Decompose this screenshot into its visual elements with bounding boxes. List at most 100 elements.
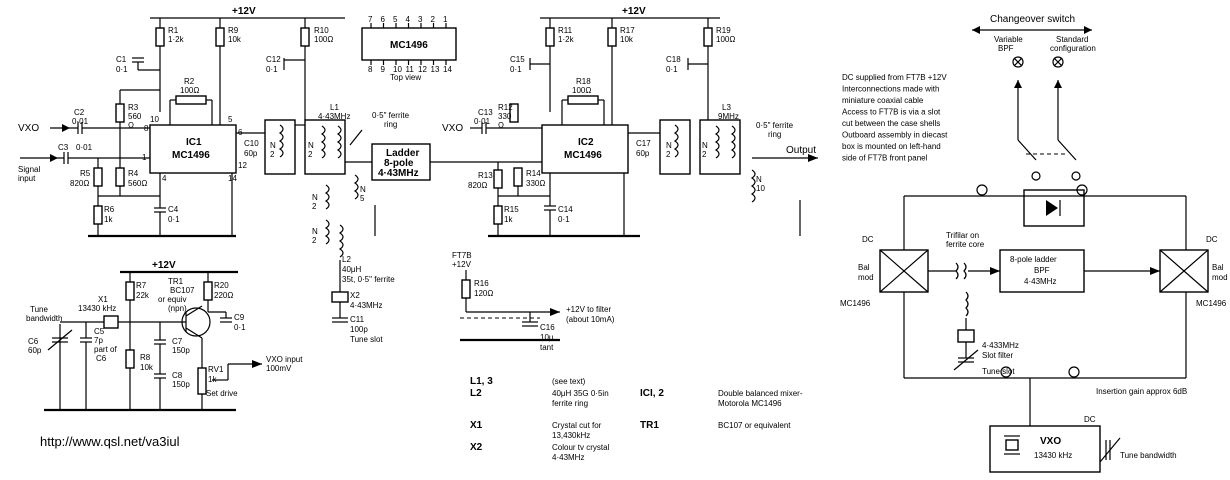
n2a-n: N	[270, 141, 276, 150]
block-note-line: box is mounted on left-hand	[842, 142, 941, 151]
c8-value: 150p	[172, 380, 190, 389]
r14-label: R14	[526, 169, 541, 178]
c16-type: tant	[540, 343, 554, 352]
r17-value: 10k	[620, 35, 634, 44]
legend-x2: X2	[470, 442, 483, 453]
block-xtal: 4·433MHz	[982, 341, 1019, 350]
tune-bw-label-2: bandwidth	[26, 314, 62, 323]
pinout-bottom-pin-10: 10	[393, 65, 402, 74]
block-note-line: cut between the case shells	[842, 119, 940, 128]
c3-label: C3	[58, 143, 69, 152]
block-note-line: DC supplied from FT7B +12V	[842, 73, 947, 82]
c4-label: C4	[168, 205, 179, 214]
x1-label: X1	[98, 295, 108, 304]
n5-5: 5	[360, 194, 365, 203]
block-ladder-2: BPF	[1034, 266, 1050, 275]
dc-right: DC	[1206, 235, 1218, 244]
output-label: Output	[786, 145, 816, 156]
c5-parent: C6	[96, 354, 107, 363]
c3-value: 0·01	[76, 143, 93, 152]
pinout-bottom-pin-11: 11	[406, 65, 415, 74]
mc-left: MC1496	[840, 299, 871, 308]
tr1-transistor	[181, 307, 211, 337]
c5-label: C5	[94, 327, 105, 336]
ladder-poles: 8-pole	[384, 158, 414, 169]
c18-value: 0·1	[666, 65, 678, 74]
pinout-bottom-pin-8: 8	[368, 65, 373, 74]
c11-function: Tune slot	[350, 335, 383, 344]
r4-value: 560Ω	[128, 179, 147, 188]
to-filter-label-2: (about 10mA)	[566, 315, 615, 324]
c17-value: 60p	[636, 149, 650, 158]
r14-value: 330Ω	[526, 179, 545, 188]
slot-filter: Slot filter	[982, 351, 1013, 360]
block-vxo-2: 13430 kHz	[1034, 451, 1072, 460]
trifilar-1: Trifilar on	[946, 231, 979, 240]
r5-label: R5	[80, 169, 91, 178]
c10-label: C10	[244, 139, 259, 148]
to-filter-label-1: +12V to filter	[566, 305, 611, 314]
c9-value: 0·1	[234, 323, 246, 332]
r3-value: 560	[128, 112, 142, 121]
c15-value: 0·1	[510, 65, 522, 74]
block-tune-bw: Tune bandwidth	[1120, 451, 1177, 460]
diode-icon	[1046, 200, 1058, 216]
block-vxo-1: VXO	[1040, 436, 1061, 447]
r1-value: 1·2k	[168, 35, 185, 44]
n2c-n: N	[312, 193, 318, 202]
legend-x2-value-2: 4·43MHz	[552, 453, 584, 462]
n2f-2: 2	[702, 150, 707, 159]
dc-vxo: DC	[1084, 415, 1096, 424]
r8-value: 10k	[140, 363, 154, 372]
c12-value: 0·1	[266, 65, 278, 74]
r8-label: R8	[140, 353, 151, 362]
n2d-2: 2	[312, 236, 317, 245]
block-ladder-1: 8-pole ladder	[1010, 255, 1057, 264]
ic1-label: IC1	[186, 137, 202, 148]
block-note-line: Outboard assembly in diecast	[842, 131, 948, 140]
block-tune-slot: Tune slot	[982, 367, 1015, 376]
lamp-standard	[1052, 56, 1064, 68]
legend-tr1: TR1	[640, 420, 659, 431]
legend-l13: L1, 3	[470, 376, 493, 387]
c17-label: C17	[636, 139, 651, 148]
n2e-n: N	[666, 141, 672, 150]
mixer-ic1-section: +12V R1 1·2k R9 10k R10 100Ω C1 0·1 C12 …	[18, 6, 350, 238]
x2-label: X2	[350, 291, 360, 300]
r20-value: 220Ω	[214, 291, 233, 300]
source-url: http://www.qsl.net/va3iul	[40, 434, 180, 449]
c18-label: C18	[666, 55, 681, 64]
ferrite1-label-2: ring	[384, 120, 397, 129]
c13-label: C13	[478, 108, 493, 117]
ladder-label: Ladder	[386, 148, 419, 159]
legend-x1: X1	[470, 420, 483, 431]
ft7b-voltage: +12V	[452, 260, 472, 269]
c13-value: 0·01	[474, 117, 491, 126]
mixer-ic2-section: +12V R11 1·2k R17 10k R19 100Ω C15 0·1 C…	[442, 6, 818, 352]
insertion-gain: Insertion gain approx 6dB	[1096, 387, 1187, 396]
pinout-top-pin-2: 2	[431, 15, 436, 24]
r16-value: 120Ω	[474, 289, 493, 298]
c16-value: 10μ	[540, 333, 554, 342]
n2b-2: 2	[308, 150, 313, 159]
vxo-circuit: +12V Tune bandwidth X1 13430 kHz R7 22k …	[26, 260, 303, 412]
ic2-label: IC2	[578, 137, 594, 148]
vxo-input-label: VXO	[18, 123, 39, 134]
tr1-part: BC107	[170, 286, 195, 295]
block-diagram: Changeover switch Variable BPF Standard …	[840, 14, 1228, 473]
block-ladder-3: 4·43MHz	[1024, 277, 1056, 286]
r12-value: 330	[498, 112, 512, 121]
changeover-label: Changeover switch	[990, 14, 1075, 25]
c2-label: C2	[74, 108, 85, 117]
block-note-line: Access to FT7B is via a slot	[842, 108, 941, 117]
c10-value: 60p	[244, 149, 258, 158]
standard-label-1: Standard	[1056, 35, 1088, 44]
tr1-equiv: or equiv	[158, 295, 186, 304]
c11-value: 100p	[350, 325, 368, 334]
tr1-type: (npn)	[168, 304, 187, 313]
trifilar-2: ferrite core	[946, 240, 985, 249]
legend-x1-value-1: Crystal cut for	[552, 421, 602, 430]
n2c-2: 2	[312, 202, 317, 211]
pinout-top-pin-1: 1	[443, 15, 448, 24]
